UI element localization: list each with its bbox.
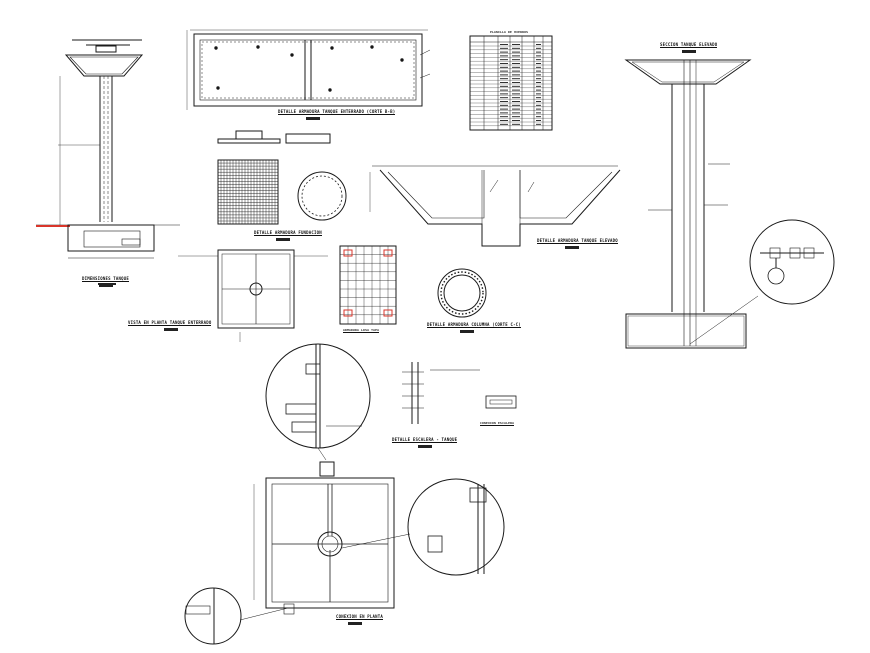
elevated-tank-section-drawing	[624, 59, 835, 349]
tank-ladder-detail-drawing	[402, 362, 517, 424]
foundation-reinforcement-drawing	[217, 130, 347, 225]
title-column-reinforcement: Detalle Armadura Columna (Corte C-C)	[427, 322, 521, 328]
buried-tank-reinforcement-drawing	[186, 29, 431, 110]
buried-tank-plan-drawing	[178, 249, 328, 342]
title-rebar-schedule: Planilla de Hierros	[490, 30, 529, 34]
title-elevated-tank-reinforcement: Detalle Armadura Tanque Elevado	[537, 238, 618, 244]
title-elevated-tank-section: Seccion Tanque Elevado	[660, 42, 718, 48]
title-buried-tank-plan: Vista en Planta Tanque Enterrado	[128, 320, 212, 326]
elevated-tank-reinforcement-drawing	[369, 165, 621, 247]
plan-connection-drawing	[184, 461, 505, 645]
title-plan-connection: Conexion en Planta	[336, 614, 383, 620]
column-reinforcement-drawing	[437, 268, 487, 318]
title-ladder-connection: Conexion Escalera	[480, 421, 515, 426]
title-buried-tank-reinforcement: Detalle Armadura Tanque Enterrado (Corte…	[278, 109, 396, 115]
rebar-schedule-table	[469, 35, 553, 131]
title-tank-ladder-detail: Detalle Escalera - Tanque	[392, 437, 458, 443]
ladder-detail-circle	[265, 343, 371, 461]
elevated-tank-dimensions-drawing	[36, 39, 180, 259]
title-elevated-tank-dimensions: Dimensiones Tanque	[82, 276, 129, 282]
rebar-schedule-rows	[470, 44, 552, 126]
top-slab-reinforcement-drawing	[339, 245, 397, 325]
title-top-slab-reinforcement: Armadura Losa Tapa	[343, 328, 380, 333]
title-foundation-reinforcement: Detalle Armadura Fundacion	[254, 230, 322, 236]
